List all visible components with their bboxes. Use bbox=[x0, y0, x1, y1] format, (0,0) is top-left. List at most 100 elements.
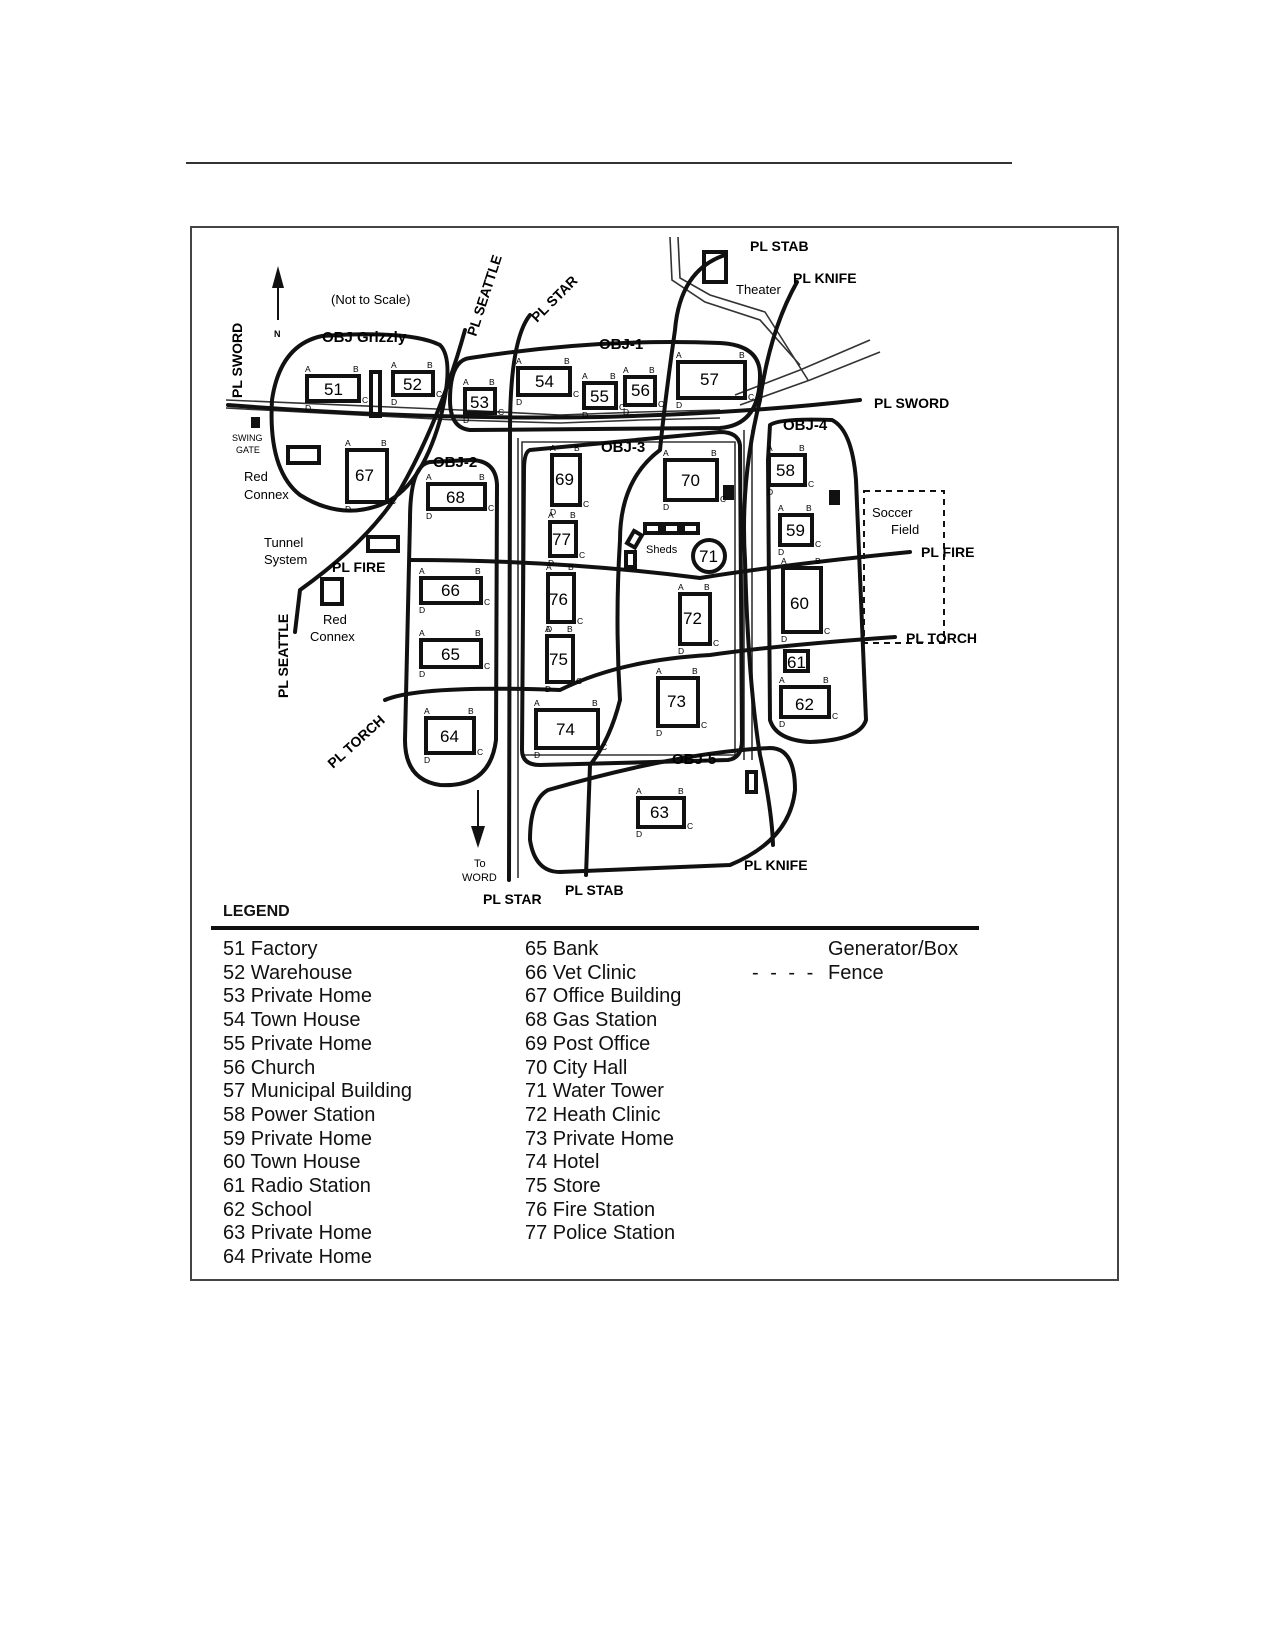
corner-label: A bbox=[419, 566, 425, 576]
bnum-70: 70 bbox=[681, 471, 700, 490]
theater-label: Theater bbox=[736, 282, 781, 297]
bnum-72: 72 bbox=[683, 609, 702, 628]
corner-label: C bbox=[808, 479, 814, 489]
legend-item: 61 Radio Station bbox=[223, 1175, 371, 1198]
shed-2 bbox=[662, 522, 681, 535]
swing-gate-label-1: SWING bbox=[232, 433, 263, 443]
legend-item: 62 School bbox=[223, 1198, 312, 1221]
corner-label: A bbox=[424, 706, 430, 716]
building-66 bbox=[419, 576, 483, 605]
building-61 bbox=[783, 649, 810, 673]
obj-grizzly-label: OBJ Grizzly bbox=[322, 329, 407, 346]
bnum-64: 64 bbox=[440, 727, 459, 746]
corner-label: A bbox=[546, 562, 552, 572]
corner-label: A bbox=[550, 443, 556, 453]
red-connex-1-label-b: Connex bbox=[244, 487, 289, 502]
corner-label: C bbox=[576, 676, 582, 686]
obj-2-outline bbox=[403, 458, 499, 788]
corner-label: A bbox=[663, 448, 669, 458]
bnum-68: 68 bbox=[446, 488, 465, 507]
corner-label: C bbox=[390, 496, 396, 506]
building-69 bbox=[550, 453, 582, 507]
soccer-field-fence bbox=[863, 490, 945, 644]
bnum-52: 52 bbox=[403, 375, 422, 394]
corner-label: A bbox=[516, 356, 522, 366]
red-connex-2-label-b: Connex bbox=[310, 629, 355, 644]
building-63 bbox=[636, 796, 686, 829]
bnum-63: 63 bbox=[650, 803, 669, 822]
building-62 bbox=[779, 685, 831, 719]
pl-torch-line bbox=[383, 635, 897, 702]
scale-note: (Not to Scale) bbox=[331, 292, 410, 307]
corner-label: D bbox=[305, 403, 311, 413]
building-76 bbox=[546, 572, 576, 624]
legend-item: 60 Town House bbox=[223, 1151, 361, 1174]
building-63-annex bbox=[745, 770, 758, 794]
generator-box-1 bbox=[723, 485, 734, 500]
legend-item: 73 Private Home bbox=[525, 1127, 674, 1150]
corner-label: A bbox=[636, 786, 642, 796]
legend-item: 63 Private Home bbox=[223, 1222, 372, 1245]
bnum-55: 55 bbox=[590, 387, 609, 406]
corner-label: D bbox=[345, 504, 351, 514]
obj-1-outline bbox=[448, 340, 762, 432]
to-word-label-1: To bbox=[474, 858, 486, 870]
legend-item: 65 Bank bbox=[525, 938, 599, 960]
pl-knife-line bbox=[742, 280, 799, 847]
corner-label: B bbox=[475, 566, 481, 576]
corner-label: C bbox=[362, 395, 368, 405]
pl-knife-bottom-label: PL KNIFE bbox=[744, 857, 808, 873]
pl-fire-left-label: PL FIRE bbox=[332, 559, 385, 575]
pl-seattle-top-label: PL SEATTLE bbox=[464, 253, 505, 338]
theater-building bbox=[702, 250, 728, 284]
corner-label: B bbox=[649, 365, 655, 375]
building-67 bbox=[345, 448, 389, 504]
corner-label: C bbox=[498, 407, 504, 417]
corner-label: D bbox=[636, 829, 642, 839]
bnum-71: 71 bbox=[699, 547, 718, 566]
corner-label: B bbox=[711, 448, 717, 458]
legend-item: 56 Church bbox=[223, 1056, 316, 1079]
corner-label: C bbox=[713, 638, 719, 648]
corner-label: A bbox=[623, 365, 629, 375]
legend-item: 53 Private Home bbox=[223, 985, 372, 1008]
road-ne-2 bbox=[677, 236, 809, 381]
corner-label: C bbox=[748, 392, 754, 402]
legend-item: 70 City Hall bbox=[525, 1056, 628, 1079]
obj-3-label: OBJ-3 bbox=[601, 439, 645, 456]
building-51 bbox=[305, 374, 361, 403]
corner-label: D bbox=[419, 669, 425, 679]
building-65 bbox=[419, 638, 483, 669]
pl-star-line bbox=[507, 313, 532, 882]
legend-item: 69 Post Office bbox=[525, 1032, 651, 1055]
bnum-65: 65 bbox=[441, 645, 460, 664]
building-54 bbox=[516, 366, 572, 397]
legend-item: 74 Hotel bbox=[525, 1151, 600, 1174]
corner-label: B bbox=[574, 443, 580, 453]
top-rule bbox=[186, 162, 1012, 164]
corner-label: A bbox=[781, 556, 787, 566]
shed-5 bbox=[624, 550, 637, 569]
corner-label: D bbox=[426, 511, 432, 521]
obj-4-outline bbox=[766, 417, 868, 744]
building-58 bbox=[767, 453, 807, 487]
legend-item: 59 Private Home bbox=[223, 1127, 372, 1150]
bnum-67: 67 bbox=[355, 466, 374, 485]
bnum-57: 57 bbox=[700, 370, 719, 389]
bnum-54: 54 bbox=[535, 372, 554, 391]
bnum-76: 76 bbox=[549, 590, 568, 609]
corner-label: C bbox=[687, 821, 693, 831]
corner-label: A bbox=[419, 628, 425, 638]
corner-label: A bbox=[678, 582, 684, 592]
corner-label: C bbox=[579, 550, 585, 560]
shed-4 bbox=[624, 528, 645, 551]
building-52-annex bbox=[369, 370, 382, 418]
soccer-label-1: Soccer bbox=[872, 505, 913, 520]
corner-label: C bbox=[583, 499, 589, 509]
objective-outlines bbox=[269, 332, 868, 874]
corner-label: B bbox=[353, 364, 359, 374]
legend-item: 57 Municipal Building bbox=[223, 1080, 413, 1103]
legend-item: 72 Heath Clinic bbox=[525, 1103, 661, 1126]
corner-label: C bbox=[720, 494, 726, 504]
